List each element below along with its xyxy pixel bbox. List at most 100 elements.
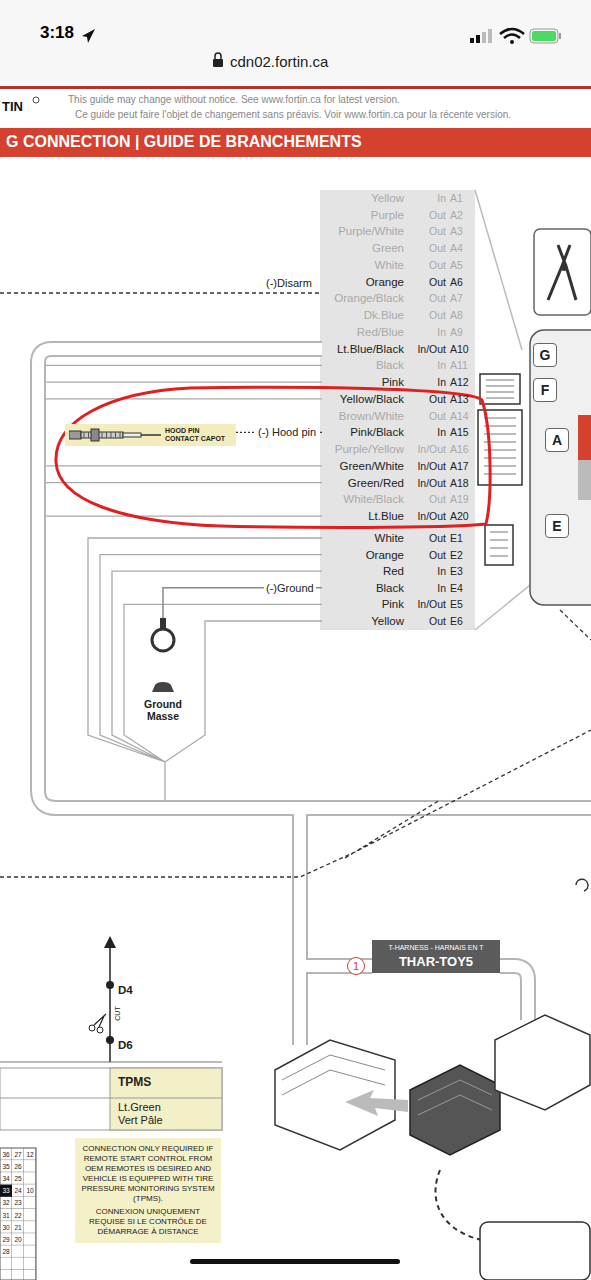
pin-row: PurpleOutA2 bbox=[322, 207, 474, 223]
connector-illustration bbox=[410, 1065, 500, 1155]
node-text: Green bbox=[372, 241, 404, 255]
tpms-table: TPMS Lt.Green Vert Pâle bbox=[0, 1068, 222, 1130]
node-text: F bbox=[534, 379, 556, 401]
node-text: THAR-TOY5 bbox=[380, 953, 492, 970]
tpms-table bbox=[0, 1098, 222, 1099]
tool-icon bbox=[548, 245, 576, 300]
harness-box: T-HARNESS - HARNAIS EN TTHAR-TOY5 bbox=[372, 940, 500, 973]
node-text: In bbox=[437, 375, 446, 389]
node-text: E1 bbox=[450, 531, 463, 545]
node-text: Red/Blue bbox=[357, 325, 404, 339]
node-text: Out bbox=[429, 224, 446, 238]
node-text: A14 bbox=[450, 409, 469, 423]
dashed-wire bbox=[0, 610, 591, 891]
node-text: E6 bbox=[450, 614, 463, 628]
node-text: Purple/Yellow bbox=[335, 442, 404, 456]
connector-illustration bbox=[275, 1040, 395, 1150]
connector-letter: G bbox=[533, 343, 557, 367]
cut-wire bbox=[89, 1025, 95, 1031]
node-text: In bbox=[437, 358, 446, 372]
header-band bbox=[0, 85, 591, 128]
node-text: Pink bbox=[382, 597, 404, 611]
pin-number: 29 bbox=[0, 1234, 12, 1245]
tpms-table bbox=[0, 1062, 222, 1130]
node-text: A bbox=[546, 429, 568, 451]
hood-pin-icon bbox=[91, 429, 99, 441]
hood-pin-icon bbox=[123, 433, 141, 437]
connector-letter: F bbox=[533, 378, 557, 402]
node-text: Out bbox=[429, 258, 446, 272]
wire-bundle bbox=[38, 349, 591, 1045]
node-text: A13 bbox=[450, 392, 469, 406]
pin-row: WhiteOutE1 bbox=[322, 530, 474, 546]
callout-number: 1 bbox=[347, 957, 365, 975]
hood-pin-switch: HOOD PIN CONTACT CAPOT bbox=[65, 424, 236, 446]
status-bar bbox=[213, 59, 223, 67]
pin-row: Red/BlueInA9 bbox=[322, 324, 474, 340]
pin-row: Brown/WhiteOutA14 bbox=[322, 408, 474, 424]
pin-row: OrangeOutA6 bbox=[322, 274, 474, 290]
node-text: Red bbox=[383, 564, 404, 578]
thread-stroke bbox=[102, 432, 103, 438]
disarm-wire bbox=[0, 293, 320, 294]
pin-row: Dk.BlueOutA8 bbox=[322, 307, 474, 323]
thread-stroke bbox=[88, 432, 89, 438]
header-band bbox=[0, 128, 591, 157]
pin-row: White/BlackOutA19 bbox=[322, 491, 474, 507]
tpms-table bbox=[110, 1068, 222, 1130]
pin-row: RedInE3 bbox=[322, 563, 474, 579]
pin-number: 32 bbox=[0, 1197, 12, 1208]
status-bar bbox=[476, 35, 480, 43]
pin-row: Green/RedIn/OutA18 bbox=[322, 475, 474, 491]
disarm-wire bbox=[0, 292, 320, 293]
node-text: In/Out bbox=[417, 597, 446, 611]
cut-wire bbox=[94, 1014, 106, 1027]
connector-illustration bbox=[495, 1015, 590, 1110]
wire-bundle bbox=[38, 349, 591, 1045]
node-text: Pink/Black bbox=[350, 425, 404, 439]
hood-pin-icon bbox=[141, 434, 161, 436]
status-bar bbox=[504, 35, 520, 39]
node-text: White bbox=[375, 258, 404, 272]
status-bar bbox=[488, 29, 492, 43]
node-text: TPMS bbox=[118, 1075, 151, 1089]
pin-number: 22 bbox=[12, 1210, 24, 1221]
node-text: Out bbox=[429, 492, 446, 506]
node-text: A9 bbox=[450, 325, 463, 339]
wire-point-label: D6 bbox=[118, 1038, 133, 1053]
plug-connector bbox=[485, 525, 513, 565]
cut-wire bbox=[104, 936, 116, 948]
node-text: A5 bbox=[450, 258, 463, 272]
pin-number: 31 bbox=[0, 1210, 12, 1221]
pin-row: BlackInE4 bbox=[322, 580, 474, 596]
pin-row: Purple/YellowIn/OutA16 bbox=[322, 441, 474, 457]
status-bar bbox=[82, 29, 95, 43]
status-bar bbox=[0, 0, 591, 85]
logo-text: TIN bbox=[2, 98, 23, 115]
node-text: Lt.Green Vert Pâle bbox=[118, 1101, 180, 1127]
node-text: In/Out bbox=[417, 442, 446, 456]
pin-grid bbox=[0, 1148, 36, 1280]
node-text: A10 bbox=[450, 342, 469, 356]
ground-ring bbox=[152, 629, 174, 651]
cut-wire bbox=[109, 945, 111, 1062]
header-band bbox=[0, 85, 591, 157]
node-text: In bbox=[437, 191, 446, 205]
header-band bbox=[0, 86, 591, 89]
thread-stroke bbox=[120, 432, 121, 438]
module-body bbox=[530, 330, 591, 605]
pin-row: Orange/BlackOutA7 bbox=[322, 290, 474, 306]
ground-terminal: Ground Masse bbox=[133, 618, 193, 722]
node-text: Orange/Black bbox=[334, 291, 404, 305]
disclaimer-text: Ce guide peut faire l'objet de changemen… bbox=[75, 108, 511, 121]
plug-connector bbox=[490, 532, 508, 556]
node-text: A17 bbox=[450, 459, 469, 473]
node-text: Lt.Blue bbox=[368, 509, 404, 523]
pin-number: 12 bbox=[24, 1149, 36, 1160]
module-body bbox=[530, 330, 591, 605]
hood-pin-icon bbox=[69, 431, 81, 439]
